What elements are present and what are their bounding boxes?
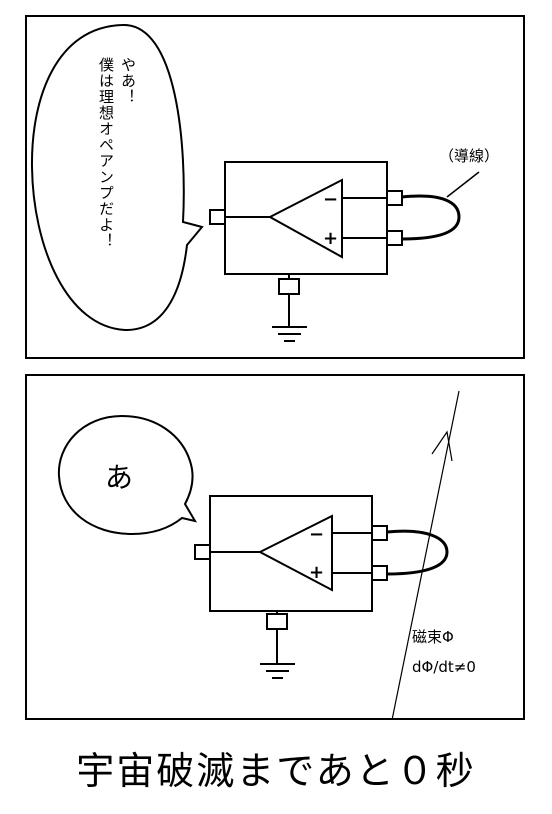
comic-panel-1: やあ！ 僕は理想オペアンプだよ！ （導線） − + [25,15,525,359]
wire-label: （導線） [439,147,500,165]
panel2-drawing [57,390,460,721]
wire-label-leader [446,171,480,198]
caption-text: 宇宙破滅まであと０秒 [76,749,476,793]
speech-bubble [57,414,198,536]
flux-arrow [431,430,453,462]
wire-loop [401,194,461,241]
input-pad [209,209,226,225]
speech-line-1: やあ！ [119,57,137,105]
speech-text: あ [105,461,134,494]
minus-sign: − [323,189,339,210]
flux-equation: dΦ/dt≠0 [412,658,476,676]
minus-pad [386,190,403,206]
opamp-triangle [267,178,343,259]
opamp-box [209,495,373,612]
speech-bubble [30,23,204,332]
minus-sign: − [309,524,325,545]
wire-loop [386,529,449,576]
plus-sign: + [323,228,339,249]
plus-sign: + [309,562,325,583]
comic-panel-2: あ − + 磁束Φ dΦ/dt≠0 [25,374,525,721]
ground-pad [266,613,288,630]
panel1-drawing [30,23,480,342]
ground-pad [278,278,300,295]
speech-line-2: 僕は理想オペアンプだよ！ [97,57,115,249]
opamp-triangle [257,514,333,592]
input-pad [194,544,211,560]
plus-pad [386,230,403,246]
plus-pad [371,565,388,581]
flux-label: 磁束Φ [412,628,454,646]
minus-pad [371,525,388,541]
flux-line [391,390,460,721]
